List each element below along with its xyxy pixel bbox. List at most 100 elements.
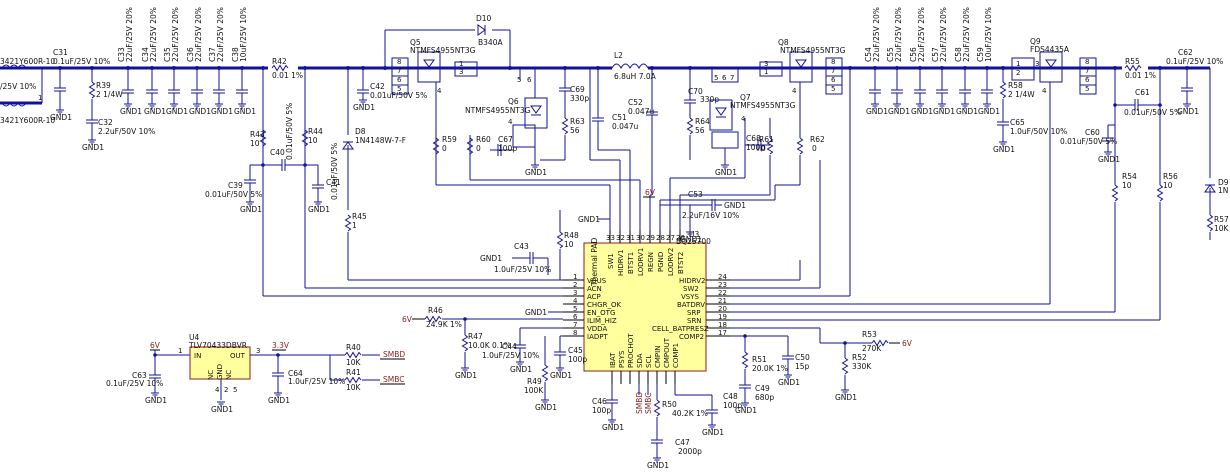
svg-text:R59: R59 [442,135,457,144]
svg-text:C58: C58 [954,47,963,62]
u4-ldo: 6V U4 TLV70433DBVR IN OUT NC GND NC 1 3 … [150,333,340,414]
svg-text:Q5: Q5 [410,38,421,47]
svg-text:680p: 680p [755,393,774,402]
svg-text:R41: R41 [346,368,361,377]
svg-text:6V: 6V [645,188,656,197]
svg-text:C36: C36 [186,47,195,62]
svg-text:GND1: GND1 [525,308,547,317]
svg-text:0.01 1%: 0.01 1% [272,71,303,80]
svg-text:10K: 10K [1214,224,1230,233]
svg-text:R60: R60 [476,135,491,144]
svg-text:10K: 10K [346,358,362,367]
svg-text:3: 3 [459,68,463,76]
svg-text:6: 6 [722,74,727,82]
svg-text:D8: D8 [355,127,366,136]
d8: D8 1N4148W-7-F [342,68,406,210]
svg-text:C54: C54 [864,47,873,62]
svg-text:21: 21 [718,297,727,305]
svg-text:SMBC: SMBC [644,393,653,414]
svg-text:6: 6 [831,76,836,84]
svg-text:L2: L2 [614,51,623,60]
svg-text:BTST2: BTST2 [677,252,685,274]
c61: C61 0.01uF/50V 5% [1113,88,1181,117]
svg-text:22uF/25V 20%: 22uF/25V 20% [872,7,881,62]
svg-text:3: 3 [573,289,577,297]
svg-text:GND1: GND1 [268,396,290,405]
svg-text:IBAT: IBAT [609,352,617,368]
svg-text:1: 1 [573,273,577,281]
gnd-en-otg: GND1 [525,308,563,317]
c51: C51 0.047u [591,68,638,230]
svg-text:5: 5 [397,85,401,93]
svg-text:7: 7 [730,74,734,82]
svg-text:C32: C32 [98,118,113,127]
svg-text:C39: C39 [228,181,243,190]
svg-text:100K: 100K [524,386,544,395]
svg-text:C69: C69 [570,85,585,94]
svg-text:Q6: Q6 [508,97,519,106]
r44: R44 10 [302,127,323,147]
u3-top-pins: 33 32 31 30 29 28 27 26 SW1 HIDRV1 BTST1… [606,230,685,276]
svg-text:R45: R45 [352,212,367,221]
u3-top-wiring [470,68,776,230]
svg-text:270K: 270K [862,344,882,353]
svg-text:GND1: GND1 [866,107,888,116]
svg-text:Thermal PAD: Thermal PAD [590,238,599,287]
q8: 3 1 8 7 6 5 4 Q8 NTMFS4955NT3G [759,38,851,95]
svg-text:C40: C40 [270,148,285,157]
svg-text:SDA: SDA [636,353,644,368]
r42: R42 0.01 1% [262,57,306,185]
svg-text:GND1: GND1 [308,205,330,214]
svg-text:C70: C70 [688,87,703,96]
svg-text:Q9: Q9 [1030,37,1041,46]
svg-text:GND1: GND1 [978,107,1000,116]
svg-text:GND1: GND1 [911,107,933,116]
svg-text:C37: C37 [208,47,217,62]
svg-text:IN: IN [194,352,201,360]
svg-text:R62: R62 [810,135,825,144]
svg-text:0.01uF/50V 5%: 0.01uF/50V 5% [285,103,294,160]
svg-text:6: 6 [527,76,532,84]
svg-text:24.9K 1%: 24.9K 1% [426,320,462,329]
svg-text:22uF/25V 20%: 22uF/25V 20% [917,7,926,62]
svg-text:27: 27 [666,234,675,242]
r64: R64 56 [687,117,710,160]
smbc-bottom: SMBC [644,384,653,414]
svg-text:C59: C59 [976,47,985,62]
svg-text:GND1: GND1 [234,107,256,116]
r43: R43 10 [250,129,266,148]
c64: GND1 C64 1.0uF/25V 10% [268,353,345,405]
svg-text:100p: 100p [568,355,587,364]
svg-text:Q8: Q8 [778,38,789,47]
svg-text:26: 26 [676,234,685,242]
svg-text:GND1: GND1 [480,254,502,263]
d9: D9 1N [1204,68,1229,215]
svg-text:20.0K 1%: 20.0K 1% [752,364,788,373]
svg-text:1: 1 [1016,60,1020,68]
r63: R63 56 [540,117,585,161]
svg-text:GND1: GND1 [211,405,233,414]
svg-text:GND1: GND1 [888,107,910,116]
svg-text:31: 31 [626,234,635,242]
svg-text:CMPIN: CMPIN [654,346,662,368]
svg-text:1: 1 [459,60,463,68]
svg-text:0: 0 [476,144,481,153]
svg-text:GND1: GND1 [145,396,167,405]
svg-text:SRN: SRN [687,317,702,325]
svg-text:C38: C38 [231,47,240,62]
svg-text:GND: GND [216,364,224,380]
net-3v3: 3.3V [272,341,290,351]
cell-batpresz-wiring [730,327,872,345]
svg-text:GND1: GND1 [602,423,624,432]
svg-text:2: 2 [1016,69,1020,77]
svg-text:C33: C33 [117,47,126,62]
c52: C52 0.047u [628,68,659,195]
svg-text:GND1: GND1 [715,168,737,177]
c65: GND1 C65 1.0uF/50V 10% [993,118,1067,154]
svg-text:R39: R39 [96,81,111,90]
svg-text:GND1: GND1 [680,235,702,244]
svg-text:NTMFS4955NT3G: NTMFS4955NT3G [410,46,476,55]
svg-text:VSYS: VSYS [681,293,700,301]
svg-text:3.3V: 3.3V [272,341,290,350]
svg-text:6.8uH 7.0A: 6.8uH 7.0A [614,72,657,81]
